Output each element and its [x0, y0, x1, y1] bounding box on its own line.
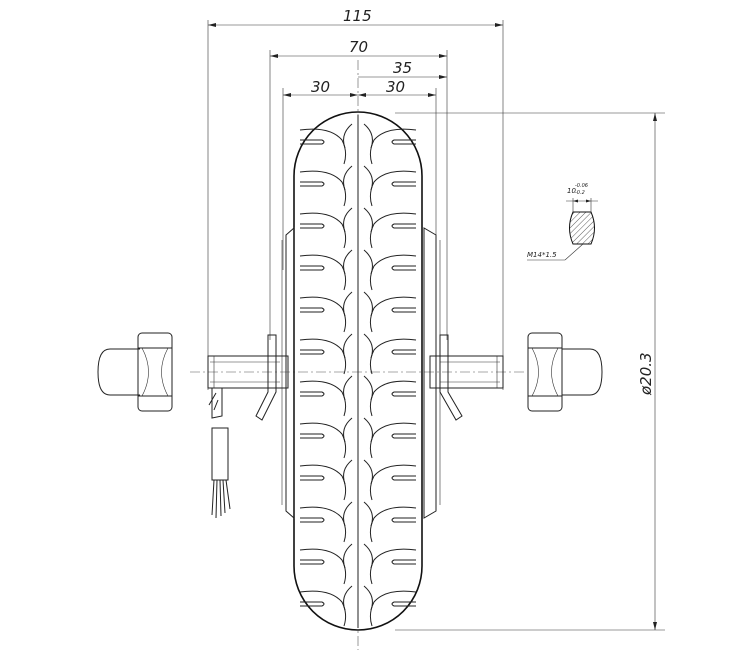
tread-groove — [369, 506, 417, 543]
tread-groove — [391, 181, 416, 187]
washer-left — [255, 334, 277, 421]
tread-groove — [299, 548, 347, 585]
tread-groove — [300, 139, 325, 145]
tread-groove — [299, 506, 347, 543]
tread-groove — [299, 464, 347, 501]
tire — [293, 111, 423, 631]
tread-groove — [300, 601, 325, 607]
tread-groove — [343, 501, 353, 527]
tread-groove — [300, 307, 325, 313]
motor-cable — [208, 388, 231, 519]
tread-groove — [300, 265, 325, 271]
washer-right — [439, 334, 463, 421]
tread-groove — [391, 349, 416, 355]
tread-groove — [300, 433, 325, 439]
thread-section-callout — [527, 198, 598, 261]
tread-groove — [299, 422, 347, 459]
tread-groove — [391, 307, 416, 313]
tread-groove — [299, 170, 347, 207]
tread-groove — [299, 128, 347, 165]
dim-tire-width: 70 — [349, 38, 368, 56]
tread-groove — [299, 590, 347, 627]
tread-groove — [369, 128, 417, 165]
tread-groove — [369, 338, 417, 375]
tread-groove — [369, 548, 417, 585]
tread-groove — [363, 123, 373, 149]
tread-groove — [343, 207, 353, 233]
tread-groove — [363, 543, 373, 569]
tread-groove — [363, 249, 373, 275]
tread-groove — [369, 422, 417, 459]
tread-groove — [300, 559, 325, 565]
tread-groove — [363, 165, 373, 191]
tread-groove — [363, 585, 373, 611]
tread-groove — [369, 296, 417, 333]
tread-groove — [300, 181, 325, 187]
tread-groove — [391, 223, 416, 229]
tread-groove — [369, 380, 417, 417]
tread-groove — [343, 123, 353, 149]
tread-groove — [343, 543, 353, 569]
nut-right — [527, 332, 603, 412]
tread-pattern — [299, 123, 417, 627]
tread-groove — [391, 265, 416, 271]
tread-groove — [343, 459, 353, 485]
thread-size-label: M14*1.5 — [527, 251, 557, 259]
tread-groove — [363, 459, 373, 485]
tread-groove — [300, 223, 325, 229]
tread-groove — [343, 333, 353, 359]
tread-groove — [299, 338, 347, 375]
tread-groove — [391, 433, 416, 439]
dim-right-offset: 30 — [386, 78, 405, 96]
tread-groove — [369, 590, 417, 627]
dimension-lines — [207, 20, 665, 631]
tread-groove — [363, 375, 373, 401]
tread-groove — [299, 296, 347, 333]
nut-left — [97, 332, 173, 412]
tread-groove — [363, 501, 373, 527]
tread-groove — [391, 475, 416, 481]
dim-diameter: ø20.3 — [637, 352, 655, 396]
tread-groove — [300, 475, 325, 481]
tread-groove — [363, 333, 373, 359]
tread-groove — [363, 207, 373, 233]
tread-groove — [300, 391, 325, 397]
tread-groove — [299, 254, 347, 291]
tread-groove — [343, 165, 353, 191]
tread-groove — [391, 517, 416, 523]
tread-groove — [299, 212, 347, 249]
tread-groove — [363, 291, 373, 317]
tread-groove — [369, 254, 417, 291]
tread-groove — [300, 349, 325, 355]
hub-plates — [281, 226, 441, 520]
tread-groove — [391, 139, 416, 145]
tread-groove — [391, 559, 416, 565]
tread-groove — [343, 585, 353, 611]
flat-width-label: 10 — [567, 187, 576, 195]
flat-tolerance-upper: -0.06 — [575, 183, 588, 189]
tread-groove — [369, 212, 417, 249]
tread-groove — [299, 380, 347, 417]
dim-overall-width: 115 — [343, 7, 372, 25]
dim-left-offset: 30 — [311, 78, 330, 96]
tread-groove — [369, 464, 417, 501]
tread-groove — [369, 170, 417, 207]
tread-groove — [391, 601, 416, 607]
dim-half-width: 35 — [393, 59, 412, 77]
tread-groove — [363, 417, 373, 443]
flat-tolerance-lower: -0.2 — [575, 190, 585, 196]
tread-groove — [391, 391, 416, 397]
tread-groove — [343, 375, 353, 401]
tread-groove — [343, 417, 353, 443]
tread-groove — [343, 291, 353, 317]
tread-groove — [300, 517, 325, 523]
tread-groove — [343, 249, 353, 275]
